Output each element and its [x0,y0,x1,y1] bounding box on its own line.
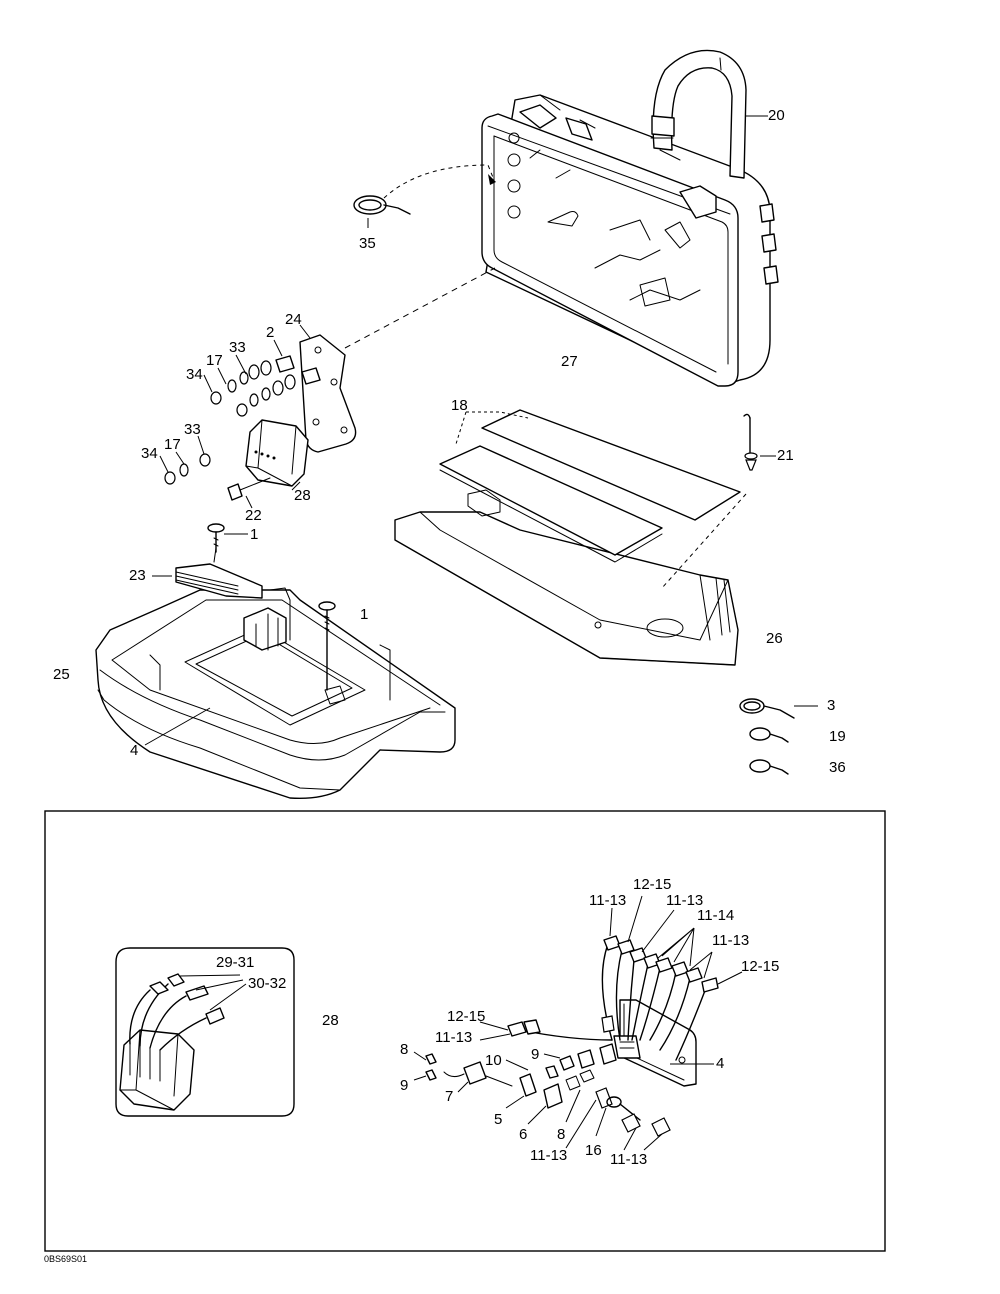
callout-29-31: 29-31 [216,954,255,971]
spacer-icon [275,355,321,385]
callout-34: 34 [186,366,203,383]
regulator-inset [115,947,295,1117]
screw-icon [227,477,271,501]
regulator [245,419,309,487]
leader-lines [144,115,818,746]
grommet-icon [759,203,779,285]
detail-frame [44,810,886,1252]
cable-tie-36 [749,759,789,775]
callout-2: 2 [266,324,275,341]
callout-7: 7 [445,1088,454,1105]
callout-11-14: 11-14 [697,907,735,924]
callout-17: 17 [206,352,223,369]
callout-30-32: 30-32 [248,975,287,992]
callout-26: 26 [766,630,783,647]
callout-1: 1 [250,526,259,543]
drawing-code: 0BS69S01 [44,1254,88,1264]
callout-27: 27 [561,353,578,370]
callout-19: 19 [829,728,846,745]
washer-icon [164,360,296,485]
cable-tie-35 [353,195,411,215]
connector-block [243,607,287,651]
callout-6: 6 [519,1126,528,1143]
callout-28: 28 [294,487,311,504]
callout-35: 35 [359,235,376,252]
callout-12-15: 12-15 [741,958,780,975]
callout-12-15: 12-15 [447,1008,486,1025]
mounting-plate [299,334,357,453]
callout-9: 9 [531,1046,540,1063]
bolt-icon [207,523,336,691]
wiring-harness-23 [175,547,263,599]
callout-28: 28 [322,1012,339,1029]
callout-11-13: 11-13 [530,1147,568,1164]
callout-23: 23 [129,567,146,584]
callout-11-13: 11-13 [589,892,627,909]
foam-pad-18 [439,409,741,563]
callout-33: 33 [184,421,201,438]
callout-4: 4 [716,1055,725,1072]
callout-34: 34 [141,445,158,462]
strap [650,49,747,179]
callout-21: 21 [777,447,794,464]
callout-8: 8 [557,1126,566,1143]
callout-3: 3 [827,697,836,714]
callout-11-13: 11-13 [712,932,750,949]
battery-tray [394,489,739,666]
callout-33: 33 [229,339,246,356]
callout-20: 20 [768,107,785,124]
callout-4: 4 [130,742,139,759]
callout-17: 17 [164,436,181,453]
cable-tie-19 [749,727,789,743]
cable-tie-3 [739,698,795,719]
callout-1: 1 [360,606,369,623]
callout-18: 18 [451,397,468,414]
callout-8: 8 [400,1041,409,1058]
harness-detail [413,895,743,1151]
callout-36: 36 [829,759,846,776]
callout-11-13: 11-13 [435,1029,473,1046]
pin-icon [743,413,758,471]
callout-11-13: 11-13 [610,1151,648,1168]
callout-5: 5 [494,1111,503,1128]
callout-12-15: 12-15 [633,876,672,893]
base-box [95,587,456,800]
callout-10: 10 [485,1052,502,1069]
callout-25: 25 [53,666,70,683]
box-housing [481,94,779,387]
callout-24: 24 [285,311,302,328]
callout-22: 22 [245,507,262,524]
callout-11-13: 11-13 [666,892,704,909]
callout-9: 9 [400,1077,409,1094]
callout-16: 16 [585,1142,602,1159]
